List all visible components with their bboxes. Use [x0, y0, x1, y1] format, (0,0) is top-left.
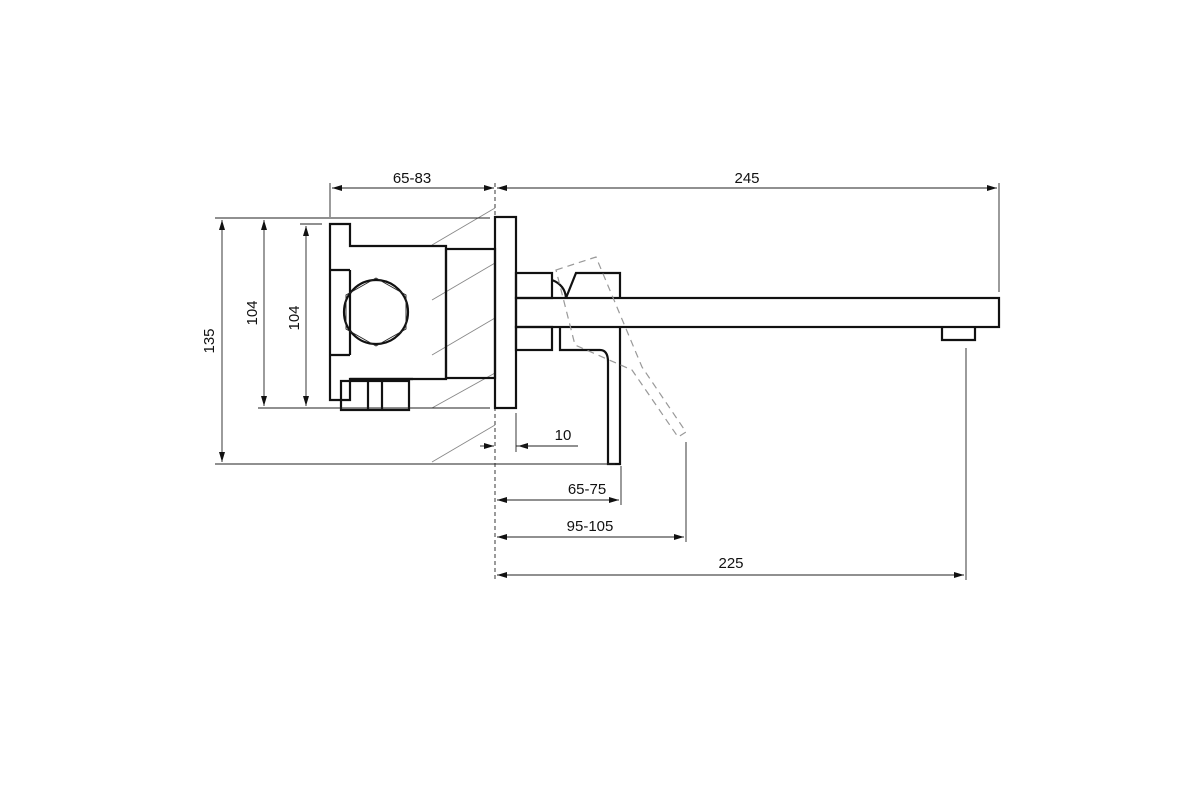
dim-plate-thickness: 10 — [480, 413, 578, 452]
dim-lever-swing: 95-105 — [497, 442, 687, 542]
dim-label: 245 — [734, 170, 759, 187]
dim-plate-height: 104 — [244, 220, 490, 409]
wall-hatching — [431, 183, 496, 580]
lever — [551, 256, 687, 466]
dim-spout-length: 245 — [497, 170, 1000, 292]
bottom-fitting — [339, 377, 413, 412]
dim-outlet-projection: 225 — [497, 348, 967, 580]
dim-body-depth: 65-83 — [329, 170, 494, 217]
dim-label: 65-75 — [568, 481, 606, 498]
dim-label: 65-83 — [393, 170, 431, 187]
dim-label: 104 — [286, 305, 303, 330]
wall-plate — [493, 215, 518, 410]
dim-total-height: 135 — [201, 217, 615, 465]
dim-lever-projection: 65-75 — [497, 466, 622, 505]
dim-label: 135 — [201, 328, 218, 353]
dim-label: 10 — [555, 427, 572, 444]
dim-label: 104 — [244, 300, 261, 325]
dim-label: 225 — [718, 555, 743, 572]
dim-label: 95-105 — [567, 518, 614, 535]
inlet-nut — [342, 277, 410, 347]
concealed-body — [328, 222, 497, 412]
dim-body-height: 104 — [286, 223, 322, 406]
spout — [514, 271, 1001, 352]
